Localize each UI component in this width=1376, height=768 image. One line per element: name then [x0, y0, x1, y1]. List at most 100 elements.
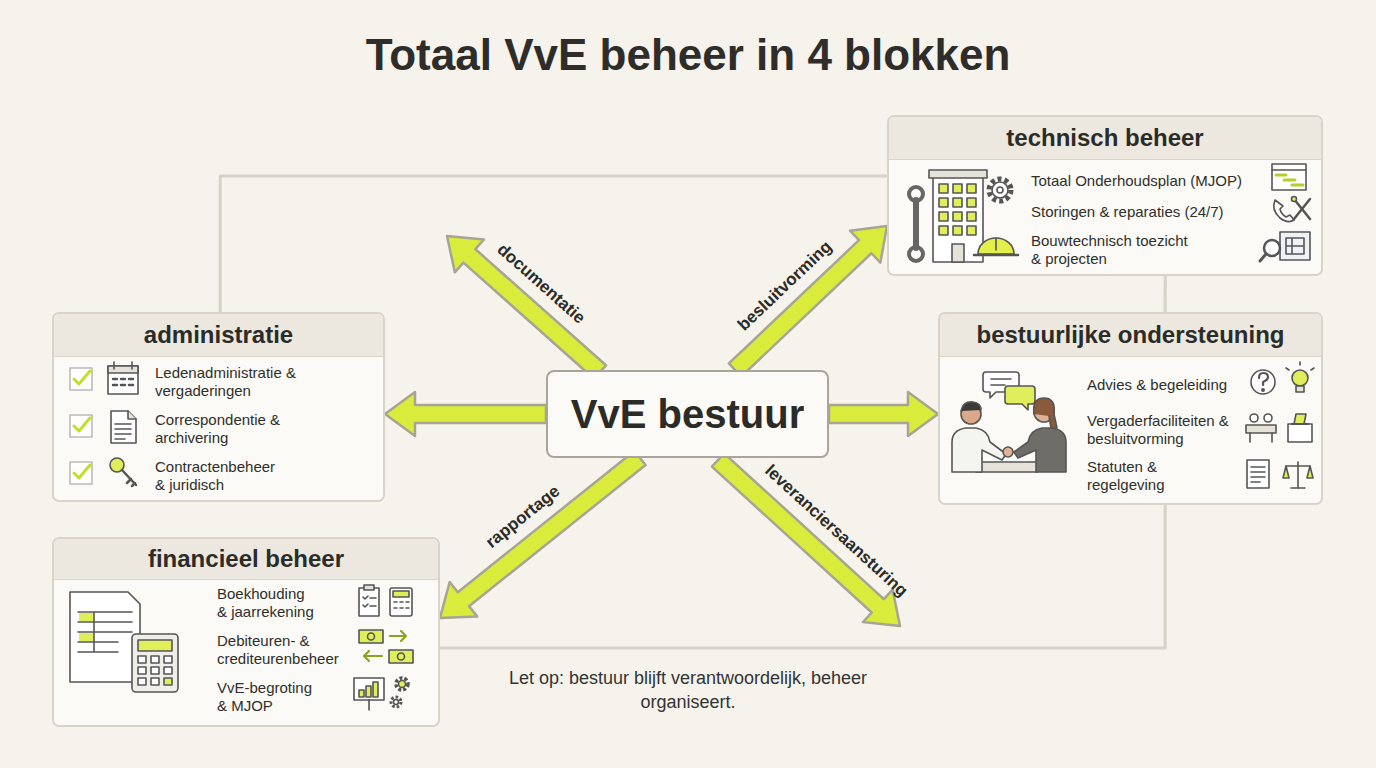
- central-label: VvE bestuur: [571, 392, 804, 437]
- building-icon: [929, 170, 987, 262]
- text-slot: Advies & begeleiding: [1087, 376, 1227, 394]
- meeting-ballot-icon-part: [1249, 433, 1251, 442]
- calendar-icon-part: [131, 362, 133, 369]
- money-flow-icon-part: [368, 633, 375, 640]
- meeting-ballot-icon-part: [1271, 433, 1273, 442]
- meeting-ballot-icon-part: [1288, 424, 1312, 442]
- connector-line: [440, 505, 1165, 648]
- block-panel: financieel beheerBoekhouding & jaarreken…: [52, 537, 440, 727]
- calculator-icon-part: [151, 656, 159, 663]
- building-icon-part: [967, 198, 976, 207]
- text-slot: Correspondentie & archivering: [155, 411, 283, 447]
- helmet-icon-part: [995, 238, 997, 250]
- fat-arrow: [385, 392, 546, 436]
- label-holder: Let op: bestuur blijft verantwoordelijk,…: [488, 666, 888, 714]
- text-slot: Ledenadministratie & vergaderingen: [155, 364, 300, 400]
- statute-scale-icon-part: [1251, 467, 1265, 482]
- spreadsheet-icon-part: [70, 592, 140, 682]
- planning-icon-part: [1276, 174, 1286, 177]
- text-slot: VvE-begroting & MJOP: [217, 679, 320, 715]
- calculator-icon-part: [132, 634, 178, 692]
- text-slot: bestuurlijke ondersteuning: [940, 314, 1321, 357]
- handshake-icon-part: [1003, 447, 1013, 457]
- budget-chart-icon-part: [359, 690, 364, 697]
- planning-icon-part: [1272, 164, 1306, 190]
- speech-bubbles-icon-part: [983, 372, 1019, 398]
- key-icon-part: [127, 479, 135, 486]
- document-icon: [111, 411, 136, 443]
- budget-chart-icon-part: [368, 700, 370, 710]
- calculator-icon-part: [138, 640, 172, 651]
- block-heading: technisch beheer: [1006, 124, 1203, 152]
- document-icon-part: [115, 424, 131, 439]
- clipboard-calculator-icon-part: [363, 596, 376, 607]
- handshake-icon-part: [1034, 398, 1057, 428]
- text-slot: technisch beheer: [889, 117, 1321, 160]
- gear-icon-part: [992, 182, 1008, 198]
- building-icon-part: [953, 198, 962, 207]
- calculator-icon-part: [151, 678, 159, 685]
- item-text: Debiteuren- & crediteurenbeheer: [217, 632, 357, 668]
- statute-scale-icon-part: [1297, 462, 1299, 488]
- text-slot: Vergaderfaciliteiten & besluitvorming: [1087, 412, 1233, 448]
- fat-arrow: [447, 236, 606, 379]
- statute-scale-icon-part: [1291, 487, 1305, 489]
- building-icon-part: [952, 244, 964, 262]
- speech-bubbles-icon-part: [1005, 386, 1035, 410]
- phone-tools-icon-part: [1292, 197, 1297, 202]
- text-slot: Totaal Onderhoudsplan (MJOP): [1031, 172, 1242, 190]
- item-text: Vergaderfaciliteiten & besluitvorming: [1087, 412, 1233, 448]
- phone-tools-icon: [1274, 197, 1310, 222]
- calculator-icon-part: [151, 667, 159, 674]
- fat-arrow: [712, 453, 900, 626]
- calendar-icon-part: [108, 366, 138, 373]
- statute-scale-icon-part: [1247, 460, 1269, 488]
- inspection-icon-part: [1286, 238, 1304, 254]
- budget-chart-icon-part: [394, 700, 399, 705]
- item-text: Bouwtechnisch toezicht & projecten: [1031, 232, 1196, 268]
- phone-tools-icon-part: [1294, 199, 1310, 219]
- building-icon-part: [939, 198, 948, 207]
- clipboard-calculator-icon-part: [364, 585, 374, 590]
- text-slot: Boekhouding & jaarrekening: [217, 585, 316, 621]
- item-text: VvE-begroting & MJOP: [217, 679, 320, 715]
- title-holder: Totaal VvE beheer in 4 blokken: [0, 30, 1376, 80]
- money-flow-icon-part: [364, 651, 382, 661]
- checkbox-icon-part: [70, 368, 92, 390]
- checkbox-icon-part: [74, 465, 90, 478]
- question-idea-icon-part: [1296, 386, 1304, 392]
- budget-chart-icon-part: [399, 681, 406, 688]
- handshake-icon-part: [961, 404, 981, 424]
- item-text: Correspondentie & archivering: [155, 411, 283, 447]
- calculator-icon: [132, 634, 178, 692]
- building-icon-part: [939, 184, 948, 193]
- spreadsheet-icon: [70, 592, 140, 682]
- planning-icon-part: [1284, 179, 1295, 182]
- key-icon-part: [110, 458, 124, 472]
- meeting-ballot-icon-part: [1294, 414, 1306, 424]
- arrow-label: documentatie: [493, 240, 589, 328]
- text-slot: Contractenbeheer & juridisch: [155, 458, 283, 494]
- money-flow-icon-part: [390, 631, 406, 641]
- clipboard-calculator-icon-part: [390, 588, 412, 616]
- central-box: VvE bestuur: [546, 370, 829, 458]
- budget-chart-icon-part: [391, 697, 401, 707]
- budget-chart-icon-part: [396, 678, 408, 690]
- calendar-icon-part: [108, 366, 138, 394]
- statute-scale-icon: [1247, 460, 1313, 488]
- key-icon: [110, 458, 136, 486]
- document-icon-part: [111, 411, 136, 443]
- building-icon-part: [967, 226, 976, 235]
- edge-label-holder: rapportage: [482, 481, 564, 552]
- clipboard-calculator-icon-part: [394, 602, 409, 608]
- money-flow-icon: [359, 630, 413, 663]
- arrow-label: besluitvorming: [734, 236, 836, 334]
- question-idea-icon-part: [1259, 373, 1268, 385]
- diagram-title: Totaal VvE beheer in 4 blokken: [0, 30, 1376, 80]
- statute-scale-icon-part: [1283, 466, 1313, 478]
- building-icon-part: [933, 176, 983, 262]
- fat-arrow: [440, 451, 646, 618]
- phone-tools-icon-part: [1274, 200, 1294, 222]
- calculator-icon-part: [138, 678, 146, 685]
- block-panel: administratieLedenadministratie & vergad…: [52, 312, 385, 502]
